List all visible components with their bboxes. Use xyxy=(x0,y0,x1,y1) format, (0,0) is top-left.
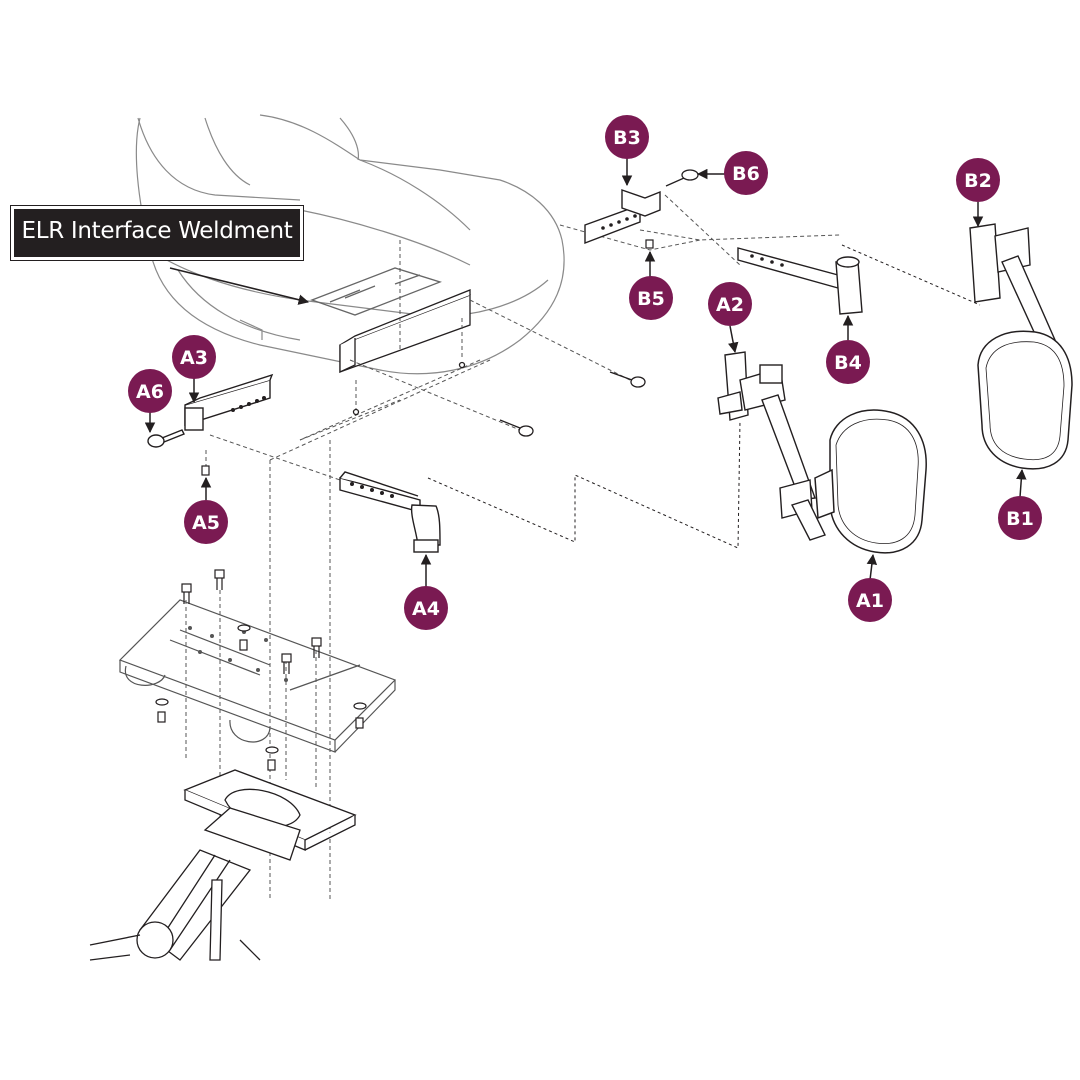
callout-b6: B6 xyxy=(724,151,768,195)
a2-mount-hardware xyxy=(717,351,826,541)
a5-nut-part xyxy=(201,465,210,476)
callout-a5: A5 xyxy=(184,500,228,544)
callout-a4: A4 xyxy=(404,586,448,630)
b6-pin-part xyxy=(665,169,699,187)
b2-mount-hardware xyxy=(969,223,1056,346)
callout-b3-label: B3 xyxy=(613,127,641,149)
a6-pin-part xyxy=(147,429,185,448)
elr-interface-weldment xyxy=(310,267,471,374)
b1-pad-part xyxy=(977,330,1073,470)
a1-pad-part xyxy=(814,409,927,554)
b-side-routing-line xyxy=(841,244,981,306)
callout-b2-label: B2 xyxy=(964,170,992,192)
seat-base-plate xyxy=(118,599,397,753)
seat-pins xyxy=(352,361,646,437)
callout-b1: B1 xyxy=(998,496,1042,540)
weldment-leader-line xyxy=(169,267,310,305)
diagram-title: ELR Interface Weldment xyxy=(14,209,300,257)
seat-post-mount xyxy=(89,769,357,961)
a4-bracket-part xyxy=(339,471,441,553)
callout-b1-label: B1 xyxy=(1006,508,1034,530)
callout-b3: B3 xyxy=(605,115,649,159)
assembly-guide-lines xyxy=(185,194,841,900)
callout-b5: B5 xyxy=(629,276,673,320)
callout-b2: B2 xyxy=(956,158,1000,202)
a-side-routing-line xyxy=(427,419,741,549)
callout-b5-label: B5 xyxy=(637,288,665,310)
callout-a6-label: A6 xyxy=(136,381,164,403)
callout-a5-label: A5 xyxy=(192,512,220,534)
callout-a1-label: A1 xyxy=(856,590,884,612)
callout-a2-label: A2 xyxy=(716,294,744,316)
callout-a3-label: A3 xyxy=(180,347,208,369)
callouts: A1 A2 A3 A4 A5 A6 B1 B2 B3 B4 B5 B6 xyxy=(128,115,1042,630)
b3-receiver-part xyxy=(584,189,661,245)
title-label-box: ELR Interface Weldment xyxy=(10,205,304,261)
mounting-bolts xyxy=(155,569,367,771)
callout-a1: A1 xyxy=(848,578,892,622)
a3-receiver-part xyxy=(184,373,274,431)
callout-a3: A3 xyxy=(172,335,216,379)
b4-bracket-part xyxy=(737,247,863,315)
callout-a4-label: A4 xyxy=(412,598,440,620)
callout-a2: A2 xyxy=(708,282,752,326)
callout-a6: A6 xyxy=(128,369,172,413)
b5-nut-part xyxy=(645,239,654,249)
callout-b4-label: B4 xyxy=(834,352,862,374)
callout-b4: B4 xyxy=(826,340,870,384)
callout-b6-label: B6 xyxy=(732,163,760,185)
